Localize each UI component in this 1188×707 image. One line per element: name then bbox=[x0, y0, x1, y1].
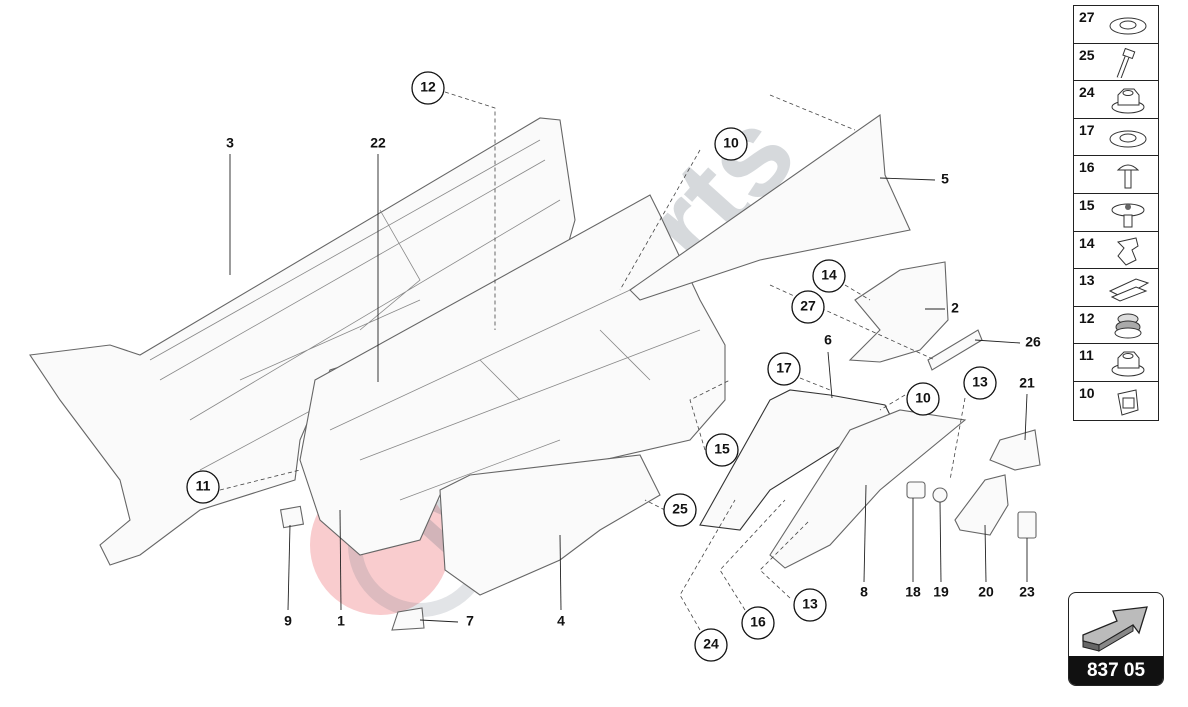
legend-number: 25 bbox=[1079, 46, 1095, 63]
callout-label: 21 bbox=[1019, 375, 1035, 391]
flange-nut-icon bbox=[1111, 351, 1145, 377]
circled-callouts: 12 10 14 27 17 10 13 11 15 25 13 16 24 bbox=[186, 71, 997, 662]
legend-number: 10 bbox=[1079, 384, 1095, 401]
trim-clip-icon bbox=[1108, 278, 1150, 302]
callout-circled: 10 bbox=[723, 135, 739, 151]
legend-number: 12 bbox=[1079, 309, 1095, 326]
callout-label: 6 bbox=[824, 332, 832, 348]
part-21 bbox=[989, 429, 1041, 471]
clip-nut-icon bbox=[1109, 17, 1147, 35]
callout-label: 19 bbox=[933, 584, 949, 600]
callout-label: 20 bbox=[978, 584, 994, 600]
arrow-icon bbox=[1082, 606, 1148, 652]
callout-circled: 12 bbox=[420, 79, 436, 95]
legend-item: 17 bbox=[1074, 119, 1158, 157]
plain-callouts: 3 22 5 2 26 6 21 9 1 7 4 8 18 19 20 23 bbox=[226, 135, 1041, 629]
callout-label: 22 bbox=[370, 135, 386, 151]
legend-number: 24 bbox=[1079, 84, 1095, 101]
legend-number: 11 bbox=[1079, 347, 1094, 364]
legend-number: 14 bbox=[1079, 234, 1095, 251]
part-19 bbox=[932, 487, 948, 503]
clip-nut-icon bbox=[1109, 130, 1147, 148]
callout-label: 9 bbox=[284, 613, 292, 629]
flange-nut-icon bbox=[1111, 88, 1145, 114]
legend-number: 16 bbox=[1079, 159, 1095, 176]
legend-item: 16 bbox=[1074, 156, 1158, 194]
legend-number: 17 bbox=[1079, 121, 1095, 138]
callout-circled: 27 bbox=[800, 298, 816, 314]
callout-label: 2 bbox=[951, 300, 959, 316]
legend-item: 15 bbox=[1074, 194, 1158, 232]
next-page-reference-button[interactable]: 837 05 bbox=[1068, 592, 1164, 686]
callout-label: 18 bbox=[905, 584, 921, 600]
callout-label: 3 bbox=[226, 135, 234, 151]
legend-item: 11 bbox=[1074, 344, 1158, 382]
callout-label: 1 bbox=[337, 613, 345, 629]
part-handle-frame bbox=[699, 389, 891, 531]
part-clip-7 bbox=[391, 607, 425, 631]
legend-number: 27 bbox=[1079, 9, 1095, 25]
callout-circled: 10 bbox=[915, 390, 931, 406]
rivet-icon bbox=[1116, 164, 1140, 189]
callout-circled: 25 bbox=[672, 501, 688, 517]
grommet-icon bbox=[1114, 313, 1142, 339]
part-23 bbox=[1017, 511, 1037, 539]
legend-number: 15 bbox=[1079, 196, 1095, 213]
bolt-icon bbox=[1116, 47, 1136, 78]
callout-circled: 16 bbox=[750, 614, 766, 630]
callout-circled: 15 bbox=[714, 441, 730, 457]
callout-circled: 14 bbox=[821, 267, 837, 283]
callout-circled: 13 bbox=[972, 374, 988, 390]
callout-label: 5 bbox=[941, 171, 949, 187]
callout-label: 7 bbox=[466, 613, 474, 629]
retainer-clip-icon bbox=[1117, 389, 1139, 416]
legend-item: 27 bbox=[1074, 6, 1158, 44]
fastener-legend: 27 25 24 17 16 15 14 13 12 11 10 bbox=[1073, 5, 1159, 421]
part-armrest bbox=[439, 454, 661, 596]
legend-number: 13 bbox=[1079, 272, 1095, 289]
part-handle-trim bbox=[769, 409, 967, 569]
part-upper-trim bbox=[629, 114, 911, 301]
callout-circled: 11 bbox=[196, 478, 211, 494]
callout-label: 26 bbox=[1025, 334, 1041, 350]
screw-washer-icon bbox=[1111, 203, 1145, 228]
callout-circled: 17 bbox=[776, 360, 792, 376]
legend-item: 13 bbox=[1074, 269, 1158, 307]
legend-item: 24 bbox=[1074, 81, 1158, 119]
part-switch bbox=[279, 505, 305, 529]
part-trim-cover bbox=[848, 261, 949, 363]
callout-circled: 13 bbox=[802, 596, 818, 612]
legend-item: 14 bbox=[1074, 232, 1158, 270]
legend-item: 12 bbox=[1074, 307, 1158, 345]
callout-label: 8 bbox=[860, 584, 868, 600]
part-18 bbox=[906, 481, 926, 499]
part-20 bbox=[954, 474, 1009, 536]
callout-label: 23 bbox=[1019, 584, 1035, 600]
callout-circled: 24 bbox=[703, 636, 719, 652]
callout-label: 4 bbox=[557, 613, 565, 629]
part-strip bbox=[927, 329, 983, 371]
clip-icon bbox=[1117, 236, 1139, 266]
legend-item: 10 bbox=[1074, 382, 1158, 420]
reference-code: 837 05 bbox=[1069, 656, 1163, 685]
legend-item: 25 bbox=[1074, 44, 1158, 82]
